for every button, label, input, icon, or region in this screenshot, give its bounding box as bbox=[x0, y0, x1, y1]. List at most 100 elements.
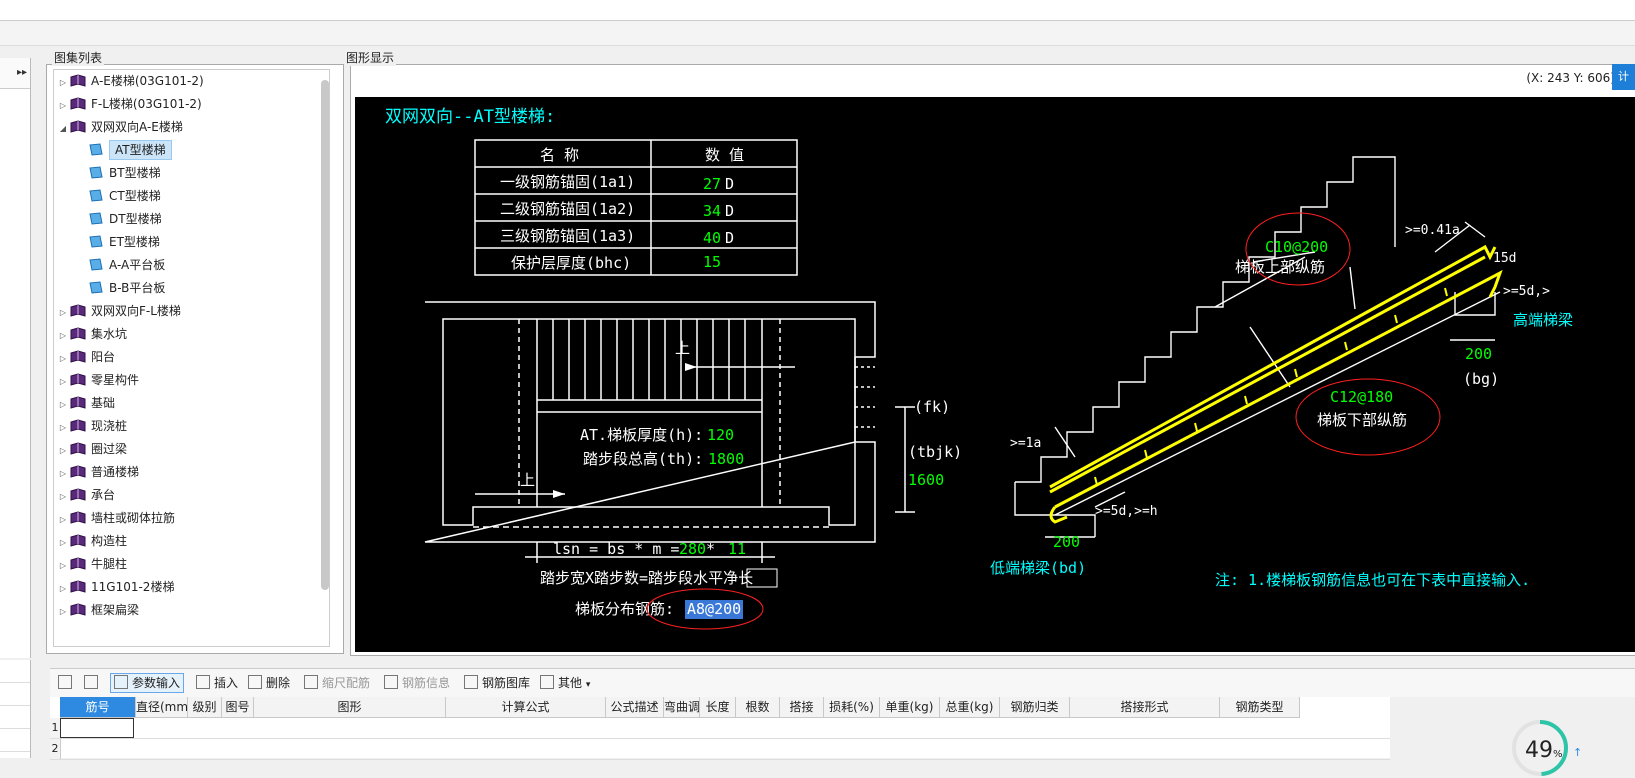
tbjk-label: (tbjk) bbox=[908, 443, 962, 461]
tree-item[interactable]: ▷构造柱 bbox=[56, 530, 127, 552]
collapsed-arrow-icon[interactable]: ▷ bbox=[59, 354, 67, 363]
bs-value[interactable]: 280 bbox=[679, 540, 706, 558]
m-value[interactable]: 11 bbox=[728, 540, 746, 558]
tree-item[interactable]: ▷11G101-2楼梯 bbox=[56, 576, 175, 598]
tree-item[interactable]: A-A平台板 bbox=[88, 254, 165, 276]
tree-item[interactable]: ▷圈过梁 bbox=[56, 438, 127, 460]
book-icon bbox=[70, 371, 86, 386]
column-header[interactable]: 公式描述 bbox=[606, 697, 664, 718]
rebar-line bbox=[1049, 244, 1497, 489]
tree-item[interactable]: ▷普通楼梯 bbox=[56, 461, 139, 483]
tree-item[interactable]: ▷牛腿柱 bbox=[56, 553, 127, 575]
tree-item[interactable]: ◢双网双向A-E楼梯 bbox=[56, 116, 183, 138]
thickness-value[interactable]: 120 bbox=[707, 426, 734, 444]
distribution-bar-input[interactable]: A8@200 bbox=[687, 600, 741, 618]
tree-scrollbar[interactable] bbox=[321, 80, 329, 590]
tree-item[interactable]: ET型楼梯 bbox=[88, 231, 160, 253]
collapsed-arrow-icon[interactable]: ▷ bbox=[59, 101, 67, 110]
collapsed-arrow-icon[interactable]: ▷ bbox=[59, 469, 67, 478]
tree-item[interactable]: ▷阳台 bbox=[56, 346, 115, 368]
move-up-icon[interactable] bbox=[58, 674, 76, 692]
tree-item[interactable]: AT型楼梯 bbox=[88, 139, 172, 161]
column-header[interactable]: 计算公式 bbox=[446, 697, 606, 718]
column-header[interactable]: 钢筋类型 bbox=[1220, 697, 1300, 718]
column-header[interactable]: 筋号 bbox=[60, 697, 136, 718]
collapsed-arrow-icon[interactable]: ▷ bbox=[59, 538, 67, 547]
height-value[interactable]: 1800 bbox=[708, 450, 744, 468]
column-header[interactable]: 搭接 bbox=[780, 697, 824, 718]
expanded-arrow-icon[interactable]: ◢ bbox=[59, 124, 67, 133]
rebar-library-button[interactable]: 钢筋图库 bbox=[464, 674, 530, 692]
collapsed-arrow-icon[interactable]: ▷ bbox=[59, 561, 67, 570]
tree-item[interactable]: BT型楼梯 bbox=[88, 162, 161, 184]
canvas-panel-title: 图形显示 bbox=[344, 49, 397, 66]
collapsed-arrow-icon[interactable]: ▷ bbox=[59, 331, 67, 340]
param-icon bbox=[114, 675, 128, 689]
calculate-button[interactable]: 计 bbox=[1612, 64, 1635, 90]
selected-cell[interactable] bbox=[60, 718, 134, 738]
collapsed-arrow-icon[interactable]: ▷ bbox=[59, 377, 67, 386]
book-icon bbox=[70, 578, 86, 593]
column-header[interactable]: 长度 bbox=[700, 697, 736, 718]
column-header[interactable]: 图号 bbox=[222, 697, 254, 718]
upper-rebar-value[interactable]: C10@200 bbox=[1265, 238, 1328, 256]
tree-item[interactable]: ▷框架扁梁 bbox=[56, 599, 139, 621]
column-header[interactable]: 图形 bbox=[254, 697, 446, 718]
table-row-value[interactable]: 27 bbox=[703, 175, 721, 193]
column-header[interactable]: 弯曲调整 bbox=[664, 697, 700, 718]
tree-item[interactable]: ▷现浇桩 bbox=[56, 415, 127, 437]
column-header[interactable]: 直径(mm) bbox=[136, 697, 188, 718]
lower-rebar-value[interactable]: C12@180 bbox=[1330, 388, 1393, 406]
collapsed-arrow-icon[interactable]: ▷ bbox=[59, 515, 67, 524]
bd-value[interactable]: 200 bbox=[1053, 533, 1080, 551]
scale-rebar-button[interactable]: 缩尺配筋 bbox=[304, 674, 370, 692]
tree-item-label: 集水坑 bbox=[91, 327, 128, 341]
book-icon bbox=[70, 348, 86, 363]
tree-item[interactable]: ▷F-L楼梯(03G101-2) bbox=[56, 93, 202, 115]
column-header[interactable]: 损耗(%) bbox=[824, 697, 880, 718]
tree-item[interactable]: CT型楼梯 bbox=[88, 185, 161, 207]
table-row[interactable]: 1 bbox=[50, 718, 1390, 739]
collapsed-arrow-icon[interactable]: ▷ bbox=[59, 78, 67, 87]
tree-item[interactable]: ▷双网双向F-L楼梯 bbox=[56, 300, 181, 322]
move-down-icon[interactable] bbox=[84, 674, 102, 692]
tree-item[interactable]: ▷ 集水坑 bbox=[56, 323, 127, 345]
column-header[interactable]: 级别 bbox=[188, 697, 222, 718]
insert-button[interactable]: 插入 bbox=[196, 674, 238, 692]
tree-item[interactable]: ▷承台 bbox=[56, 484, 115, 506]
collapsed-arrow-icon[interactable]: ▷ bbox=[59, 584, 67, 593]
collapsed-arrow-icon[interactable]: ▷ bbox=[59, 446, 67, 455]
tree-item[interactable]: ▷基础 bbox=[56, 392, 115, 414]
column-header[interactable]: 总重(kg) bbox=[940, 697, 1000, 718]
column-header[interactable]: 单重(kg) bbox=[880, 697, 940, 718]
collapsed-arrow-icon[interactable]: ▷ bbox=[59, 400, 67, 409]
collapsed-arrow-icon[interactable]: ▷ bbox=[59, 492, 67, 501]
expand-panel-icon[interactable]: ▸▸ bbox=[16, 67, 27, 78]
tree-item[interactable]: DT型楼梯 bbox=[88, 208, 162, 230]
cad-drawing-canvas[interactable]: 双网双向--AT型楼梯: 名 称 数 值 一级钢筋锚固(1a1) 27 D 二级… bbox=[355, 97, 1635, 652]
column-header[interactable]: 钢筋归类 bbox=[1000, 697, 1070, 718]
collapsed-arrow-icon[interactable]: ▷ bbox=[59, 423, 67, 432]
table-row-value[interactable]: 40 bbox=[703, 229, 721, 247]
tree-item[interactable]: ▷零星构件 bbox=[56, 369, 139, 391]
bg-value[interactable]: 200 bbox=[1465, 345, 1492, 363]
tree-item[interactable]: B-B平台板 bbox=[88, 277, 165, 299]
column-header[interactable]: 根数 bbox=[736, 697, 780, 718]
collapsed-arrow-icon[interactable]: ▷ bbox=[59, 607, 67, 616]
tree-item[interactable]: ▷墙柱或砌体拉筋 bbox=[56, 507, 175, 529]
collapsed-arrow-icon[interactable]: ▷ bbox=[59, 308, 67, 317]
param-input-button[interactable]: 参数输入 bbox=[110, 673, 185, 693]
table-row-value[interactable]: 34 bbox=[703, 202, 721, 220]
rebar-info-button[interactable]: 钢筋信息 bbox=[384, 674, 450, 692]
tbjk-value[interactable]: 1600 bbox=[908, 471, 944, 489]
column-header[interactable]: 搭接形式 bbox=[1070, 697, 1220, 718]
tree-item[interactable]: ▷A-E楼梯(03G101-2) bbox=[56, 70, 204, 92]
table-row[interactable]: 2 bbox=[50, 739, 1390, 760]
other-menu-button[interactable]: 其他 ▾ bbox=[540, 674, 590, 692]
up-arrow-icon bbox=[553, 490, 565, 498]
delete-button[interactable]: 删除 bbox=[248, 674, 290, 692]
book-icon bbox=[70, 555, 86, 570]
table-row-value[interactable]: 15 bbox=[703, 253, 721, 271]
low-beam-label: 低端梯梁(bd) bbox=[990, 559, 1086, 577]
distribution-bar-input-bg[interactable] bbox=[685, 600, 743, 619]
